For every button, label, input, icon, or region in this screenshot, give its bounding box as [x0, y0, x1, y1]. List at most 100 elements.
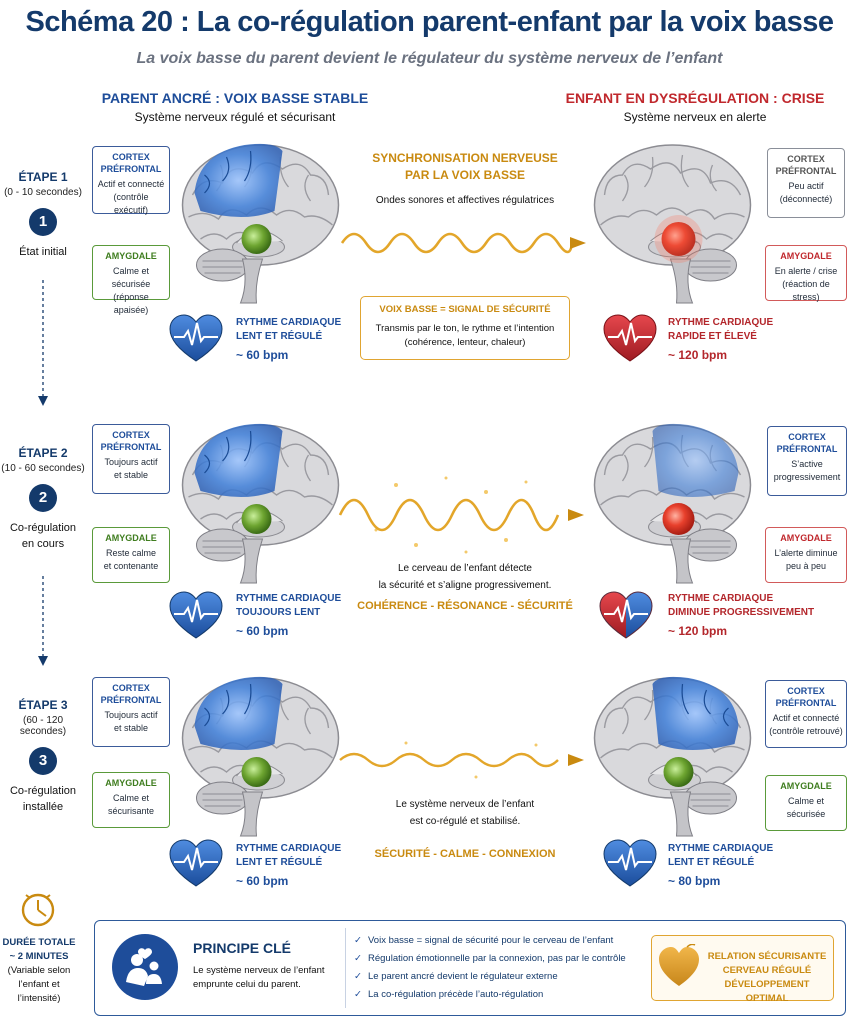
- box-line-2: sécurisante: [107, 806, 155, 816]
- center-line-2: la sécurité et s’aligne progressivement.: [378, 580, 552, 591]
- outcome-list: RELATION SÉCURISANTE CERVEAU RÉGULÉ DÉVE…: [703, 950, 831, 1006]
- page-subtitle: La voix basse du parent devient le régul…: [136, 50, 723, 67]
- signal-line-1: Transmis par le ton, le rythme et l’inte…: [375, 323, 555, 334]
- duration: DURÉE TOTALE ~ 2 MINUTES (Variable selon…: [0, 936, 78, 1006]
- principle-checklist: ✓ Voix basse = signal de sécurité pour le…: [354, 932, 644, 1004]
- box-title: CORTEX: [112, 152, 150, 162]
- center-line-2: est co-régulé et stabilisé.: [409, 816, 521, 827]
- heart-line-1: RYTHME CARDIAQUE: [236, 317, 342, 328]
- check-icon: ✓: [354, 953, 362, 964]
- step-1-label: ÉTAPE 1 (0 - 10 secondes) 1 État initial: [0, 170, 86, 260]
- box-line-1: Calme et: [787, 796, 824, 806]
- box-title-2: PRÉFRONTAL: [100, 164, 162, 174]
- check-item-1: ✓ Voix basse = signal de sécurité pour le…: [354, 932, 644, 950]
- center-line-1: Le système nerveux de l’enfant: [395, 799, 535, 810]
- principle-line-2: emprunte celui du parent.: [193, 979, 301, 990]
- box-title: CORTEX: [112, 683, 150, 693]
- box-title: CORTEX: [787, 154, 825, 164]
- gold-heart-icon: [659, 944, 699, 986]
- step-2-number: 2: [29, 484, 57, 512]
- box-line-1: Calme et sécurisée: [111, 266, 151, 289]
- heart-bpm: ~ 60 bpm: [236, 874, 289, 888]
- heart-line-1: RYTHME CARDIAQUE: [668, 317, 774, 328]
- outcome-item-1: RELATION SÉCURISANTE: [707, 951, 827, 962]
- box-line-1: Peu actif: [788, 181, 824, 191]
- parent-brain-step-1: [181, 143, 340, 304]
- child-amygdala-box-step-3: AMYGDALE Calme et sécurisée: [765, 775, 847, 831]
- box-line-1: En alerte / crise: [774, 266, 838, 276]
- panel-divider: [345, 928, 347, 1008]
- check-text: Le parent ancré devient le régulateur ex…: [368, 971, 558, 982]
- box-title-2: PRÉFRONTAL: [776, 444, 838, 454]
- child-column-subtitle: Système nerveux en alerte: [623, 110, 767, 124]
- page-title: Schéma 20 : La co-régulation parent-enfa…: [25, 6, 834, 38]
- step-3-description-1: Co-régulation: [9, 785, 77, 797]
- check-text: Régulation émotionnelle par la connexion…: [368, 953, 626, 964]
- box-title: AMYGDALE: [780, 781, 832, 791]
- child-heart-rate-step-2: RYTHME CARDIAQUE DIMINUE PROGRESSIVEMENT…: [668, 592, 838, 638]
- box-line-1: Reste calme: [105, 548, 157, 558]
- check-icon: ✓: [354, 989, 362, 1000]
- heart-icon-parent-step-2: [169, 591, 223, 639]
- heart-icon-child-step-1: [603, 314, 657, 362]
- box-line-1: Toujours actif: [104, 457, 158, 467]
- heart-bpm: ~ 120 bpm: [668, 348, 728, 362]
- step-1-description: État initial: [19, 246, 67, 258]
- sync-title-1: SYNCHRONISATION NERVEUSE: [372, 151, 558, 165]
- box-title: CORTEX: [112, 430, 150, 440]
- parent-heart-rate-step-3: RYTHME CARDIAQUE LENT ET RÉGULÉ ~ 60 bpm: [236, 842, 366, 888]
- box-title: CORTEX: [788, 432, 826, 442]
- box-title-2: PRÉFRONTAL: [775, 166, 837, 176]
- box-line-1: L’alerte diminue: [774, 548, 838, 558]
- duration-line-4: l’enfant et: [18, 979, 60, 990]
- check-item-3: ✓ Le parent ancré devient le régulateur e…: [354, 968, 644, 986]
- heart-icon-parent-step-3: [169, 839, 223, 887]
- heart-line-1: RYTHME CARDIAQUE: [236, 593, 342, 604]
- check-icon: ✓: [354, 971, 362, 982]
- step-2-center-text: Le cerveau de l’enfant détecte la sécuri…: [330, 560, 600, 594]
- heart-line-2: RAPIDE ET ÉLEVÉ: [668, 331, 757, 342]
- child-amygdala-box-step-2: AMYGDALE L’alerte diminue peu à peu: [765, 527, 847, 583]
- outcome-item-2: CERVEAU RÉGULÉ: [722, 965, 812, 976]
- child-amygdala-box-step-1: AMYGDALE En alerte / crise (réaction de …: [765, 245, 847, 302]
- heart-line-1: RYTHME CARDIAQUE: [668, 843, 774, 854]
- timeline-arrow-2: [38, 576, 48, 666]
- principle-title: PRINCIPE CLÉ: [193, 940, 292, 956]
- sound-wave-step-3: [339, 741, 584, 779]
- box-line-1: Actif et connecté: [97, 179, 165, 189]
- step-3-center-text: Le système nerveux de l’enfant est co-ré…: [330, 796, 600, 830]
- duration-line-1: DURÉE TOTALE: [2, 937, 76, 948]
- step-1-number: 1: [29, 208, 57, 236]
- child-column-title: ENFANT EN DYSRÉGULATION : CRISE: [565, 90, 825, 106]
- box-line-2: (contrôle retrouvé): [769, 726, 843, 736]
- timeline-arrow-1: [38, 280, 48, 406]
- signal-line-2: (cohérence, lenteur, chaleur): [404, 337, 526, 348]
- center-line-1: Le cerveau de l’enfant détecte: [398, 563, 532, 574]
- step-2-label: ÉTAPE 2 (10 - 60 secondes) 2 Co-régulati…: [0, 446, 86, 552]
- parent-heart-rate-step-1: RYTHME CARDIAQUE LENT ET RÉGULÉ ~ 60 bpm: [236, 316, 366, 362]
- child-heart-rate-step-3: RYTHME CARDIAQUE LENT ET RÉGULÉ ~ 80 bpm: [668, 842, 818, 888]
- sync-subtitle: Ondes sonores et affectives régulatrices: [375, 195, 555, 206]
- signal-box: VOIX BASSE = SIGNAL DE SÉCURITÉ Transmis…: [360, 296, 570, 360]
- heart-line-2: LENT ET RÉGULÉ: [236, 857, 323, 868]
- check-icon: ✓: [354, 935, 362, 946]
- child-brain-step-3: [593, 676, 752, 837]
- principle-line-1: Le système nerveux de l’enfant: [193, 965, 325, 976]
- check-item-2: ✓ Régulation émotionnelle par la connexio…: [354, 950, 644, 968]
- parent-amygdala-box-step-2: AMYGDALE Reste calme et contenante: [92, 527, 170, 583]
- sync-title: SYNCHRONISATION NERVEUSE PAR LA VOIX BAS…: [355, 150, 575, 184]
- check-text: Voix basse = signal de sécurité pour le …: [368, 935, 614, 946]
- box-line-2: (réaction de stress): [782, 279, 830, 302]
- check-item-4: ✓La co-régulation précède l’auto-régulat…: [354, 986, 644, 1004]
- step-3-keywords: SÉCURITÉ - CALME - CONNEXION: [374, 848, 556, 860]
- box-title: AMYGDALE: [105, 778, 157, 788]
- box-title: AMYGDALE: [780, 251, 832, 261]
- duration-line-2: ~ 2 MINUTES: [9, 951, 69, 962]
- clock-icon: [21, 893, 55, 927]
- sound-wave-step-1: [340, 232, 586, 254]
- box-line-1: Toujours actif: [104, 710, 158, 720]
- outcome-item-3: DÉVELOPPEMENT OPTIMAL: [724, 979, 810, 1004]
